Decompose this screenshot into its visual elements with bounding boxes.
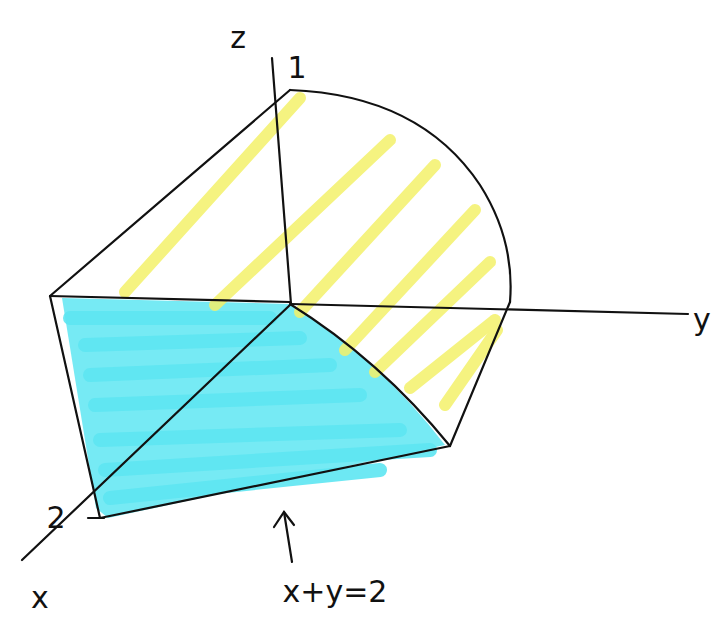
axis-label: y (693, 305, 711, 335)
base-region (62, 298, 445, 518)
axis-label: x (31, 583, 49, 613)
pointer-arrow (274, 512, 294, 562)
axis-label: z (230, 23, 246, 53)
tick-label: 2 (46, 503, 65, 533)
top-surface-hatching (125, 98, 497, 405)
base-shading (70, 318, 430, 498)
tick-label: 1 (287, 53, 306, 83)
axes (22, 58, 688, 560)
line-equation: x+y=2 (283, 577, 388, 607)
